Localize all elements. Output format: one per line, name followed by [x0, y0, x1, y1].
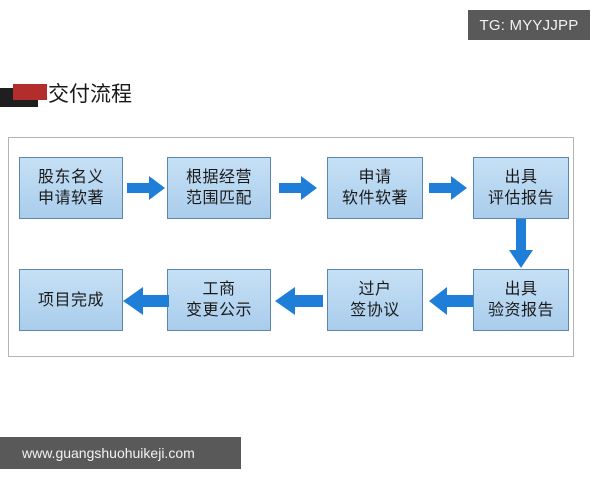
- flow-node-transfer-sign-agreement[interactable]: 过户 签协议: [327, 269, 423, 331]
- flow-node-line1: 股东名义: [37, 169, 104, 186]
- tg-watermark-text: TG: MYYJJPP: [479, 16, 579, 34]
- flow-node-issue-assessment-report[interactable]: 出具 评估报告: [473, 157, 569, 219]
- flow-node-line1: 申请: [358, 169, 392, 186]
- flow-arrow-left-3: [123, 286, 169, 316]
- flow-node-issue-capital-verification-report[interactable]: 出具 验资报告: [473, 269, 569, 331]
- flow-node-line2: 变更公示: [185, 302, 252, 319]
- flow-node-line2: 申请软著: [37, 190, 104, 207]
- flow-node-shareholder-apply[interactable]: 股东名义 申请软著: [19, 157, 123, 219]
- flow-node-line1: 工商: [202, 281, 236, 298]
- flow-node-line1: 项目完成: [37, 291, 104, 309]
- section-heading: 交付流程: [0, 82, 220, 114]
- flow-node-apply-software-copyright[interactable]: 申请 软件软著: [327, 157, 423, 219]
- flow-node-line1: 根据经营: [185, 169, 252, 186]
- flow-node-line1: 过户: [358, 281, 392, 298]
- flowchart-panel: 股东名义 申请软著 根据经营 范围匹配 申请 软件软著 出具 评估报告 项: [8, 137, 574, 357]
- flow-arrow-right-2: [279, 174, 317, 202]
- tg-watermark-badge: TG: MYYJJPP: [468, 10, 590, 40]
- flow-arrow-left-1: [429, 286, 473, 316]
- flow-arrow-left-2: [275, 286, 323, 316]
- site-watermark: www.guangshuohuikeji.com: [0, 437, 241, 469]
- flow-arrow-down-1: [507, 219, 535, 268]
- flow-node-line2: 范围匹配: [185, 190, 252, 207]
- flow-node-line1: 出具: [504, 281, 538, 298]
- flow-node-project-complete[interactable]: 项目完成: [19, 269, 123, 331]
- flow-node-line2: 签协议: [350, 302, 400, 319]
- flow-arrow-right-1: [127, 174, 165, 202]
- flow-arrow-right-3: [429, 174, 467, 202]
- flow-node-business-change-announcement[interactable]: 工商 变更公示: [167, 269, 271, 331]
- flow-node-line2: 验资报告: [487, 302, 554, 319]
- flow-node-scope-match[interactable]: 根据经营 范围匹配: [167, 157, 271, 219]
- site-watermark-text: www.guangshuohuikeji.com: [22, 445, 195, 461]
- page-title: 交付流程: [48, 83, 132, 106]
- heading-red-marker: [13, 84, 47, 100]
- flow-node-line2: 软件软著: [341, 190, 408, 207]
- flow-node-line1: 出具: [504, 169, 538, 186]
- flow-node-line2: 评估报告: [487, 190, 554, 207]
